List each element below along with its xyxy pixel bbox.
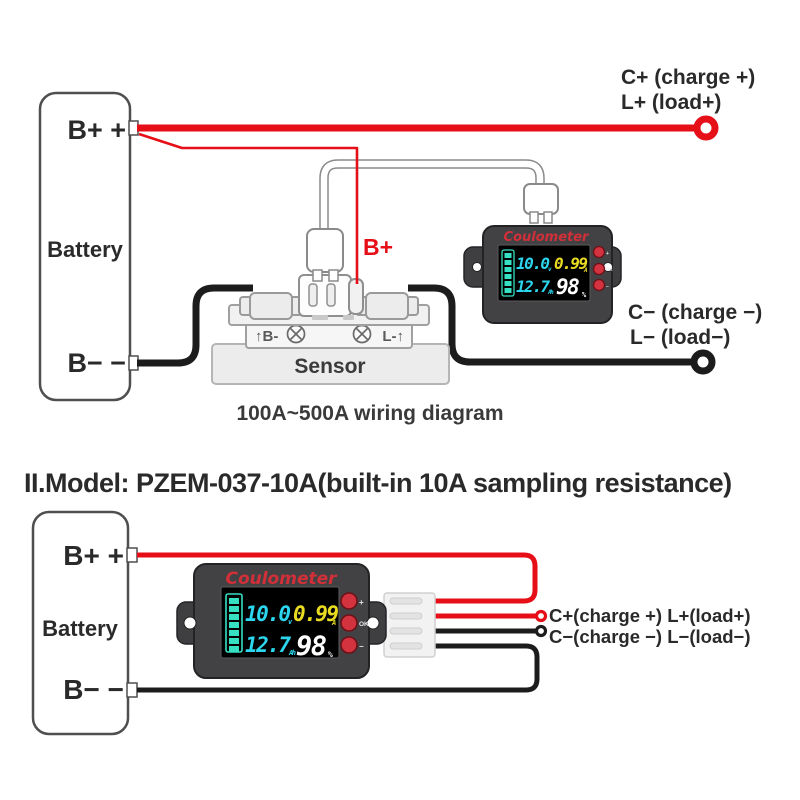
wire-load-negative: [408, 284, 694, 366]
print-mark: [312, 315, 328, 320]
current-value: 0.99: [554, 254, 587, 273]
battery-pos-terminal: [128, 120, 139, 136]
bplus-wire-label: B+: [363, 234, 393, 260]
button-minus: [340, 636, 358, 654]
cable-plug-meter-end: [523, 183, 559, 224]
sensor-label: Sensor: [294, 355, 365, 378]
voltage-value: 10.0: [245, 602, 290, 626]
battery-neg-terminal: [126, 682, 138, 698]
button-plus-label: +: [606, 251, 609, 257]
voltage-value: 10.0: [516, 254, 549, 273]
battery-pos-terminal: [126, 547, 138, 563]
screw-icon-left: [286, 324, 306, 344]
battery-gauge-icon: [501, 249, 515, 297]
capacity-value: 12.7: [245, 633, 291, 657]
battery-body: [31, 510, 130, 736]
wire-bplus-sense: [138, 132, 359, 284]
charge-neg-label: C− (charge −): [628, 301, 762, 324]
sensor-signal-socket: [298, 274, 352, 317]
battery-gauge-icon: [225, 593, 243, 653]
shunt-right-mark: L-↑: [382, 328, 404, 345]
button-ok-label: OK: [606, 267, 614, 272]
battery-body: [38, 91, 132, 402]
wire-bplus: [137, 552, 538, 604]
percent-value: 98: [296, 631, 326, 662]
button-minus-label: −: [606, 284, 609, 290]
battery-neg-label: B− −: [67, 348, 126, 378]
connector-4pin: [383, 592, 436, 658]
coulometer-meter-bottom: Coulometer 10.0 v 0.99 A 12.7 Ah 98 % + …: [176, 563, 387, 679]
lcd-screen: [497, 244, 591, 302]
ring-terminal-negative-icon: [534, 624, 548, 638]
mount-hole-icon: [183, 616, 197, 630]
socket-slot-2: [326, 283, 336, 307]
button-minus-label: −: [359, 642, 364, 651]
battery-neg-label: B− −: [63, 674, 124, 705]
ring-terminal-positive-icon: [534, 609, 548, 623]
battery-top: B+ + Battery B− −: [38, 91, 139, 402]
battery-name: Battery: [42, 616, 119, 641]
ring-terminal-negative-icon: [690, 349, 716, 375]
connector-pin-3: [389, 627, 423, 635]
top-diagram: B+ + Battery B− − Sensor ↑B- L-↑: [38, 66, 762, 425]
top-diagram-caption: 100A~500A wiring diagram: [236, 402, 503, 425]
connector-pin-2: [389, 612, 423, 620]
capacity-unit: Ah: [288, 649, 296, 657]
battery-neg-terminal: [128, 355, 139, 371]
section-title: II.Model: PZEM-037-10A(built-in 10A samp…: [24, 468, 732, 498]
bottom-diagram: B+ + Battery B− − Coulometer: [31, 510, 751, 736]
charge-pos-label: C+ (charge +): [621, 66, 755, 89]
shunt-left-mark: ↑B-: [255, 328, 278, 345]
sensor-cable: [306, 159, 559, 282]
brand-text: Coulometer: [504, 230, 591, 245]
capacity-unit: Ah: [547, 289, 554, 296]
button-ok: [592, 262, 606, 276]
button-minus: [592, 278, 606, 292]
button-plus: [592, 245, 606, 259]
brand-text: Coulometer: [225, 569, 338, 589]
bolt-terminal-left: [239, 292, 303, 320]
button-ok: [340, 614, 358, 632]
sensor-bplus-slot: [348, 278, 364, 315]
sensor-shunt: Sensor ↑B- L-↑: [211, 274, 450, 385]
coulometer-meter-top: Coulometer 10.0 v 0.99 A 12.7 Ah 98 % + …: [463, 225, 622, 324]
print-mark: [343, 315, 354, 320]
mount-hole-icon: [472, 262, 482, 272]
lcd-screen: [220, 586, 340, 659]
bolt-terminal-right: [355, 292, 419, 320]
connector-pin-1: [389, 597, 423, 605]
negative-wires-label: C−(charge −) L−(load−): [549, 626, 751, 647]
current-value: 0.99: [293, 602, 338, 626]
battery-pos-label: B+ +: [67, 115, 126, 145]
wire-battery-negative: [137, 284, 253, 367]
mount-hole-icon: [366, 616, 380, 630]
capacity-value: 12.7: [516, 277, 550, 296]
button-plus-label: +: [359, 598, 364, 607]
battery-pos-label: B+ +: [63, 540, 124, 571]
screw-icon-right: [352, 324, 372, 344]
load-neg-label: L− (load−): [630, 326, 730, 349]
ring-terminal-positive-icon: [693, 115, 719, 141]
percent-value: 98: [556, 275, 579, 299]
current-unit: A: [331, 619, 336, 627]
battery-bottom: B+ + Battery B− −: [31, 510, 138, 736]
button-plus: [340, 592, 358, 610]
connector-pin-4: [389, 642, 423, 650]
button-ok-label: OK: [359, 621, 369, 628]
load-pos-label: L+ (load+): [621, 91, 721, 114]
battery-name: Battery: [47, 237, 124, 262]
percent-unit: %: [328, 650, 333, 659]
cable-plug-sensor-end: [306, 228, 344, 282]
socket-slot-1: [308, 283, 318, 307]
wire-bminus: [137, 643, 540, 693]
positive-wires-label: C+(charge +) L+(load+): [549, 605, 751, 626]
